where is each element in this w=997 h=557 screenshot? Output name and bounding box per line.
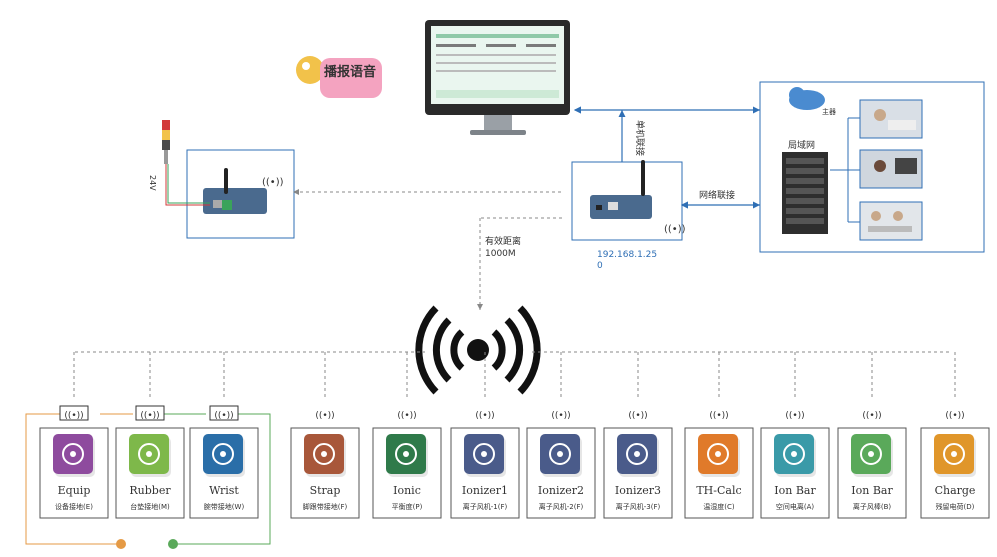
sensor-name: Ionizer2	[538, 484, 584, 497]
triple-fan-icon	[626, 443, 648, 465]
sensor-description: 离子风机-1(F)	[463, 502, 508, 511]
ip-address-line1: 192.168.1.25	[597, 250, 657, 260]
network-link-label: 网络联接	[699, 189, 735, 201]
ip-address-line2: 0	[597, 261, 603, 271]
receiver-box	[209, 405, 239, 421]
sensor-wifi-icon: ((•))	[315, 411, 334, 421]
sensor-wifi-icon: ((•))	[785, 411, 804, 421]
alarm-wifi-icon: ((•))	[262, 177, 284, 188]
fan-icon	[473, 443, 495, 465]
server-label: 主器	[822, 107, 836, 116]
dual-fan-icon	[549, 443, 571, 465]
sensor-name: Ion Bar	[851, 484, 893, 497]
user-photo-2	[859, 149, 923, 189]
sensor-name: Ionic	[393, 484, 421, 497]
orange-ground-clip-icon	[116, 539, 126, 549]
heel-strap-icon	[313, 443, 335, 465]
voice-logo-text-top: 播报语音	[324, 64, 376, 80]
voice-broadcast-logo: 播报语音	[296, 56, 382, 98]
cloud-icon	[789, 87, 825, 110]
sensor-wifi-icon: ((•))	[64, 411, 83, 421]
stack-light-icon	[162, 120, 170, 164]
sensor-name: Equip	[58, 484, 91, 497]
sensor-card-10: ((•)) Ion Bar 空间电离(A)	[760, 352, 830, 519]
sensor-card-7: ((•)) Ionizer2 离子风机-2(F)	[526, 352, 596, 519]
sensor-description: 离子风棒(B)	[853, 502, 892, 511]
server-rack-icon	[782, 152, 828, 234]
lightning-icon	[943, 443, 965, 465]
sensor-card-8: ((•)) Ionizer3 离子风机-3(F)	[603, 352, 673, 519]
sensor-description: 脚跟带接地(F)	[303, 502, 348, 511]
sensor-description: 设备接地(E)	[55, 502, 93, 511]
lan-label: 局域网	[788, 139, 815, 151]
sensor-wifi-icon: ((•))	[397, 411, 416, 421]
sensor-name: Wrist	[209, 484, 239, 497]
sensor-card-11: ((•)) Ion Bar 离子风棒(B)	[837, 352, 907, 519]
range-label-line2: 1000M	[485, 249, 516, 259]
sensor-card-3: ((•)) Wrist 腕带接地(W)	[189, 352, 259, 519]
sensor-wifi-icon: ((•))	[551, 411, 570, 421]
sensor-description: 空间电离(A)	[776, 502, 815, 511]
voltage-label: 24V	[148, 175, 157, 191]
standalone-link-label: 单机联接	[634, 120, 646, 156]
gateway-device	[590, 160, 652, 219]
sensor-name: Ionizer1	[462, 484, 508, 497]
alarm-device	[203, 168, 267, 214]
sensor-name: Rubber	[129, 484, 171, 497]
sensor-name: Charge	[935, 484, 976, 497]
sensor-description: 离子风机-3(F)	[616, 502, 661, 511]
sensor-wifi-icon: ((•))	[628, 411, 647, 421]
sensor-name: Ion Bar	[774, 484, 816, 497]
user-photo-1	[859, 99, 923, 139]
sensor-card-5: ((•)) Ionic 平衡度(P)	[372, 352, 442, 519]
wrist-strap-icon	[212, 443, 234, 465]
sensor-name: TH-Calc	[696, 484, 741, 497]
sensor-description: 腕带接地(W)	[204, 502, 245, 511]
sensor-cards: ((•))Equip设备接地(E)((•))Rubber台垫接地(M)((•))…	[39, 352, 990, 519]
wireless-hub-icon	[415, 305, 541, 395]
rubber-mat-icon	[138, 443, 160, 465]
monitor	[425, 20, 570, 135]
user-photo-3	[859, 201, 923, 241]
range-label-line1: 有效距离	[485, 235, 521, 247]
thermometer-icon	[707, 443, 729, 465]
sensor-card-6: ((•)) Ionizer1 离子风机-1(F)	[450, 352, 520, 519]
receiver-box	[135, 405, 165, 421]
orange-ground-wire	[25, 413, 118, 545]
sensor-wifi-icon: ((•))	[709, 411, 728, 421]
ionic-balance-icon	[395, 443, 417, 465]
sensor-card-4: ((•)) Strap 脚跟带接地(F)	[290, 352, 360, 519]
sensor-description: 残留电荷(D)	[936, 502, 975, 511]
sensor-wifi-icon: ((•))	[475, 411, 494, 421]
ion-bar-icon	[860, 443, 882, 465]
gateway-wifi-icon: ((•))	[664, 224, 686, 235]
sensor-wifi-icon: ((•))	[140, 411, 159, 421]
green-ground-clip-icon	[168, 539, 178, 549]
monitor-screen-content	[436, 34, 559, 98]
ion-space-icon	[783, 443, 805, 465]
sensor-card-1: ((•)) Equip 设备接地(E)	[39, 352, 109, 519]
sensor-name: Ionizer3	[615, 484, 661, 497]
sensor-description: 温湿度(C)	[703, 502, 735, 511]
sensor-description: 平衡度(P)	[392, 502, 423, 511]
sensor-description: 台垫接地(M)	[130, 502, 170, 511]
sensor-description: 离子风机-2(F)	[539, 502, 584, 511]
receiver-box	[59, 405, 89, 421]
sensor-card-2: ((•)) Rubber 台垫接地(M)	[115, 352, 185, 519]
equipment-icon	[62, 443, 84, 465]
sensor-card-12: ((•)) Charge 残留电荷(D)	[920, 352, 990, 519]
sensor-card-9: ((•)) TH-Calc 温湿度(C)	[684, 352, 754, 519]
sensor-name: Strap	[310, 484, 341, 497]
sensor-wifi-icon: ((•))	[945, 411, 964, 421]
sensor-wifi-icon: ((•))	[214, 411, 233, 421]
green-ground-wire	[176, 413, 271, 545]
sensor-wifi-icon: ((•))	[862, 411, 881, 421]
